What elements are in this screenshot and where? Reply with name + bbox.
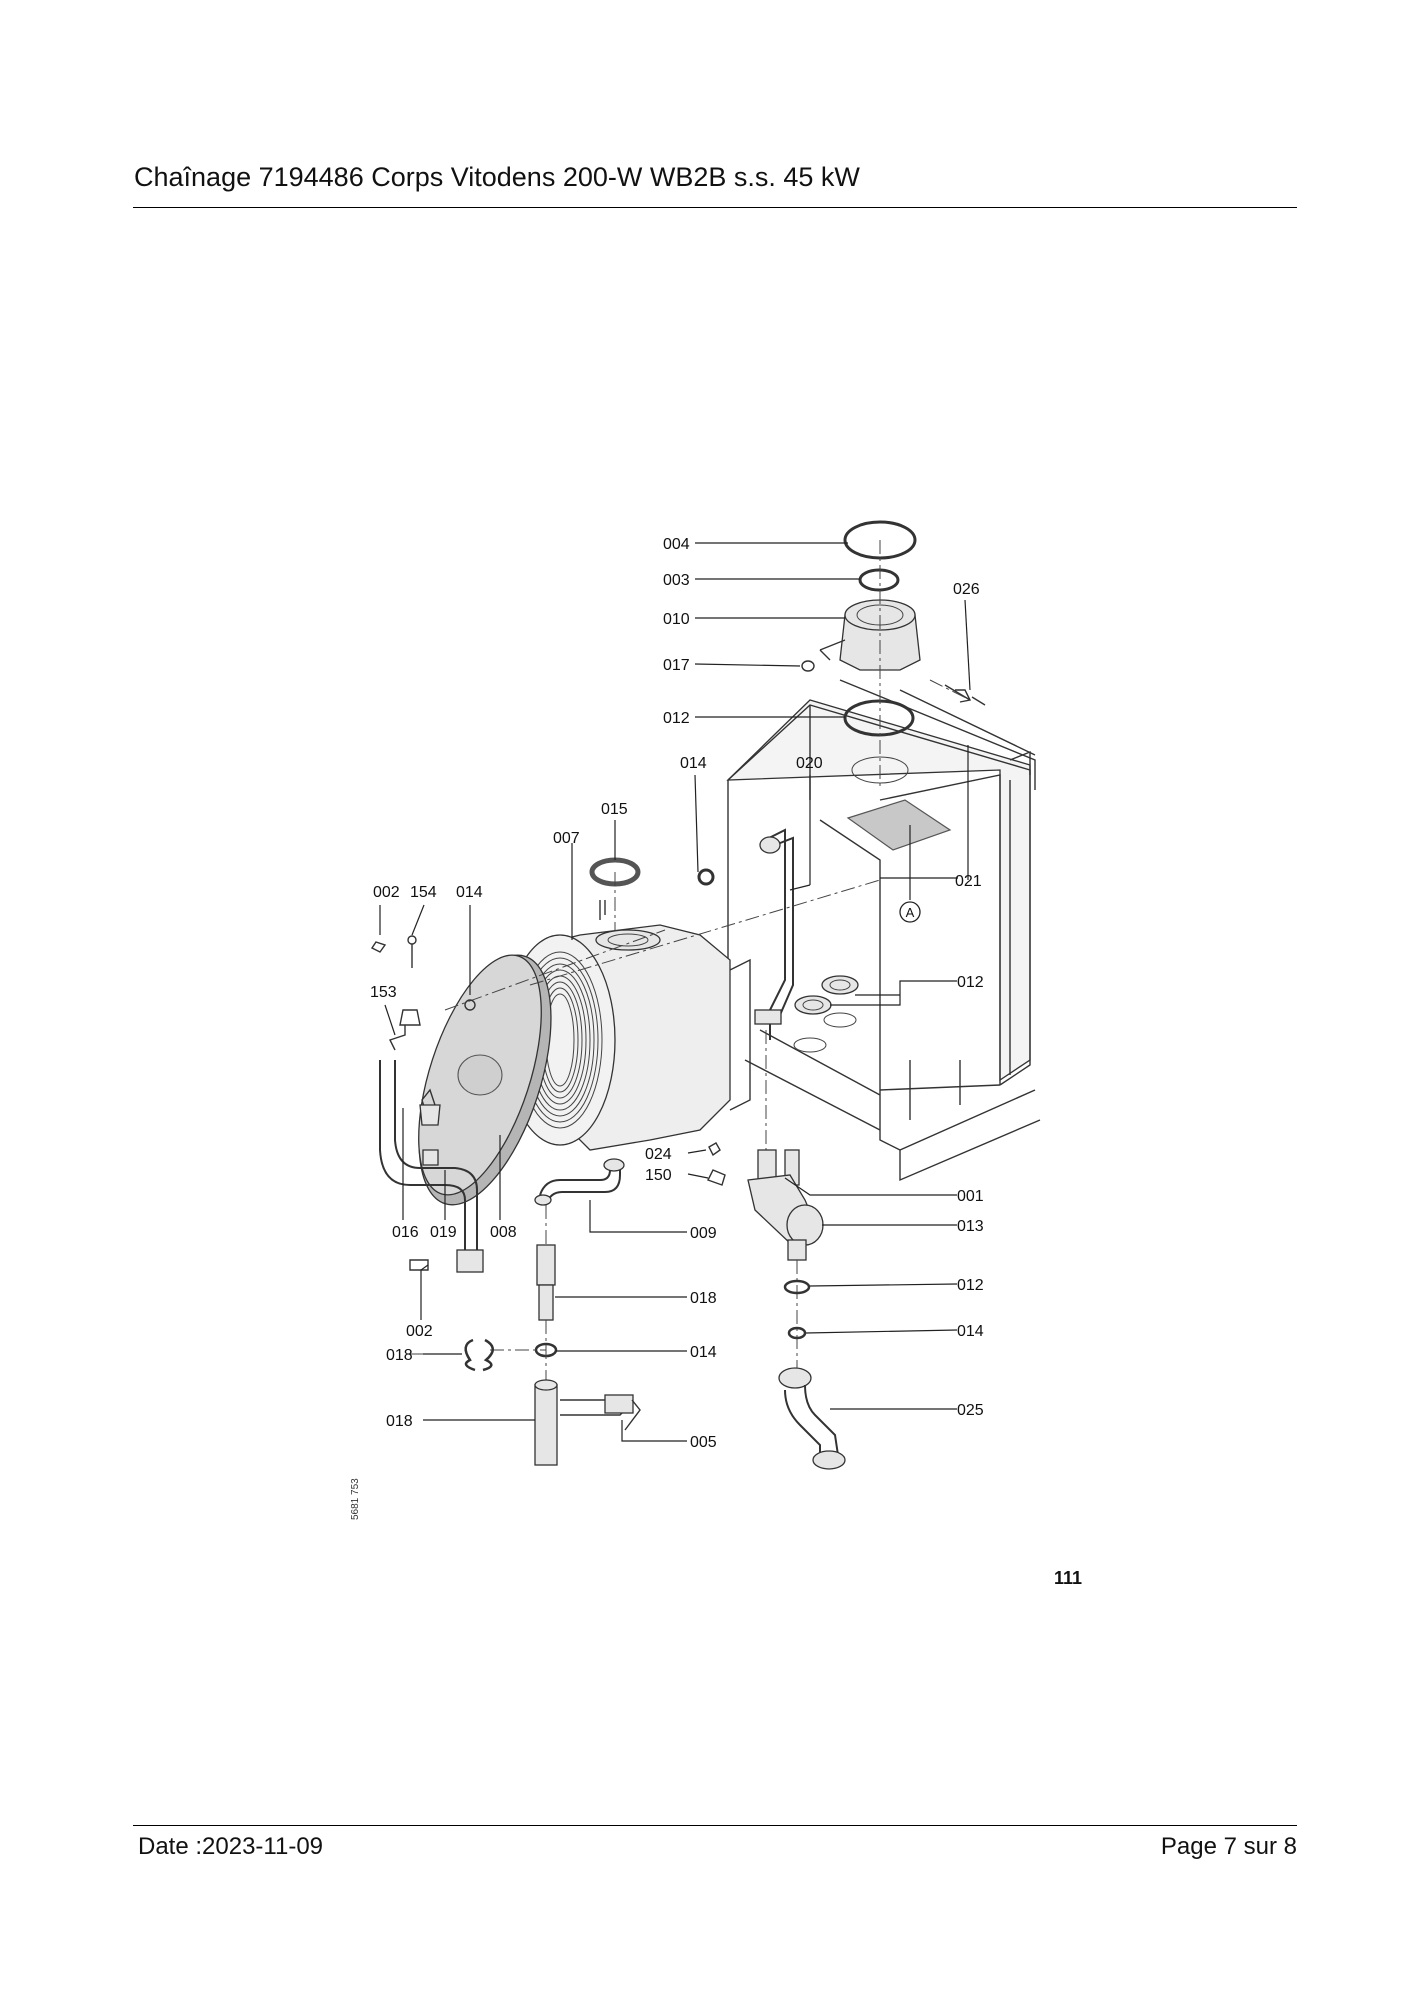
part-label: 009 [690, 1225, 717, 1242]
boiler-frame [726, 679, 1041, 1182]
detail-marker-circle [899, 901, 921, 923]
part-label: 003 [663, 572, 690, 589]
part-label: 016 [392, 1224, 419, 1241]
part-label: 012 [663, 710, 690, 727]
detail-marker-label: A [906, 905, 915, 920]
part-label: 005 [690, 1434, 717, 1451]
part-label: 154 [410, 884, 437, 901]
part-label: 021 [955, 873, 982, 890]
part-label: 014 [456, 884, 483, 901]
part-label: 007 [553, 830, 580, 847]
siphon-assembly [410, 1158, 641, 1466]
document-title: Chaînage 7194486 Corps Vitodens 200-W WB… [134, 162, 860, 192]
part-label: 020 [796, 755, 823, 772]
flue-adaptor-stack [801, 520, 986, 790]
o-ring-014 [697, 868, 715, 886]
part-label: 017 [663, 657, 690, 674]
part-label: 025 [957, 1402, 984, 1419]
footer-date: Date :2023-11-09 [138, 1833, 324, 1860]
part-label: 004 [663, 536, 690, 553]
part-label: 153 [370, 984, 397, 1001]
part-label: 026 [953, 581, 980, 598]
part-labels: 004 003 010 017 012 026 014 020 015 007 … [370, 536, 984, 1451]
header-rule [133, 207, 1297, 208]
part-label: 015 [601, 801, 628, 818]
part-label: 018 [386, 1347, 413, 1364]
part-label: 014 [957, 1323, 984, 1340]
leader-lines [379, 542, 971, 1442]
part-label: 012 [957, 974, 984, 991]
part-label: 008 [490, 1224, 517, 1241]
plug-026 [955, 689, 972, 703]
part-label: 018 [386, 1413, 413, 1430]
part-label: 012 [957, 1277, 984, 1294]
manifold-assembly [707, 1030, 846, 1470]
part-label: 002 [373, 884, 400, 901]
part-label: 010 [663, 611, 690, 628]
part-label: 014 [680, 755, 707, 772]
part-label: 014 [690, 1344, 717, 1361]
left-fittings [370, 935, 484, 1273]
part-label: 001 [957, 1188, 984, 1205]
burner-door [418, 954, 552, 1206]
connection-pipe-020 [754, 828, 794, 1040]
footer-page-number: Page 7 sur 8 [1160, 1833, 1297, 1860]
part-label: 018 [690, 1290, 717, 1307]
figure-reference: 111 [1054, 1568, 1082, 1588]
part-label: 024 [645, 1146, 672, 1163]
part-label: 013 [957, 1218, 984, 1235]
footer-rule [133, 1825, 1297, 1826]
part-label: 002 [406, 1323, 433, 1340]
part-label: 019 [430, 1224, 457, 1241]
drawing-number: 5681 753 [350, 1478, 361, 1520]
part-label: 150 [645, 1167, 672, 1184]
